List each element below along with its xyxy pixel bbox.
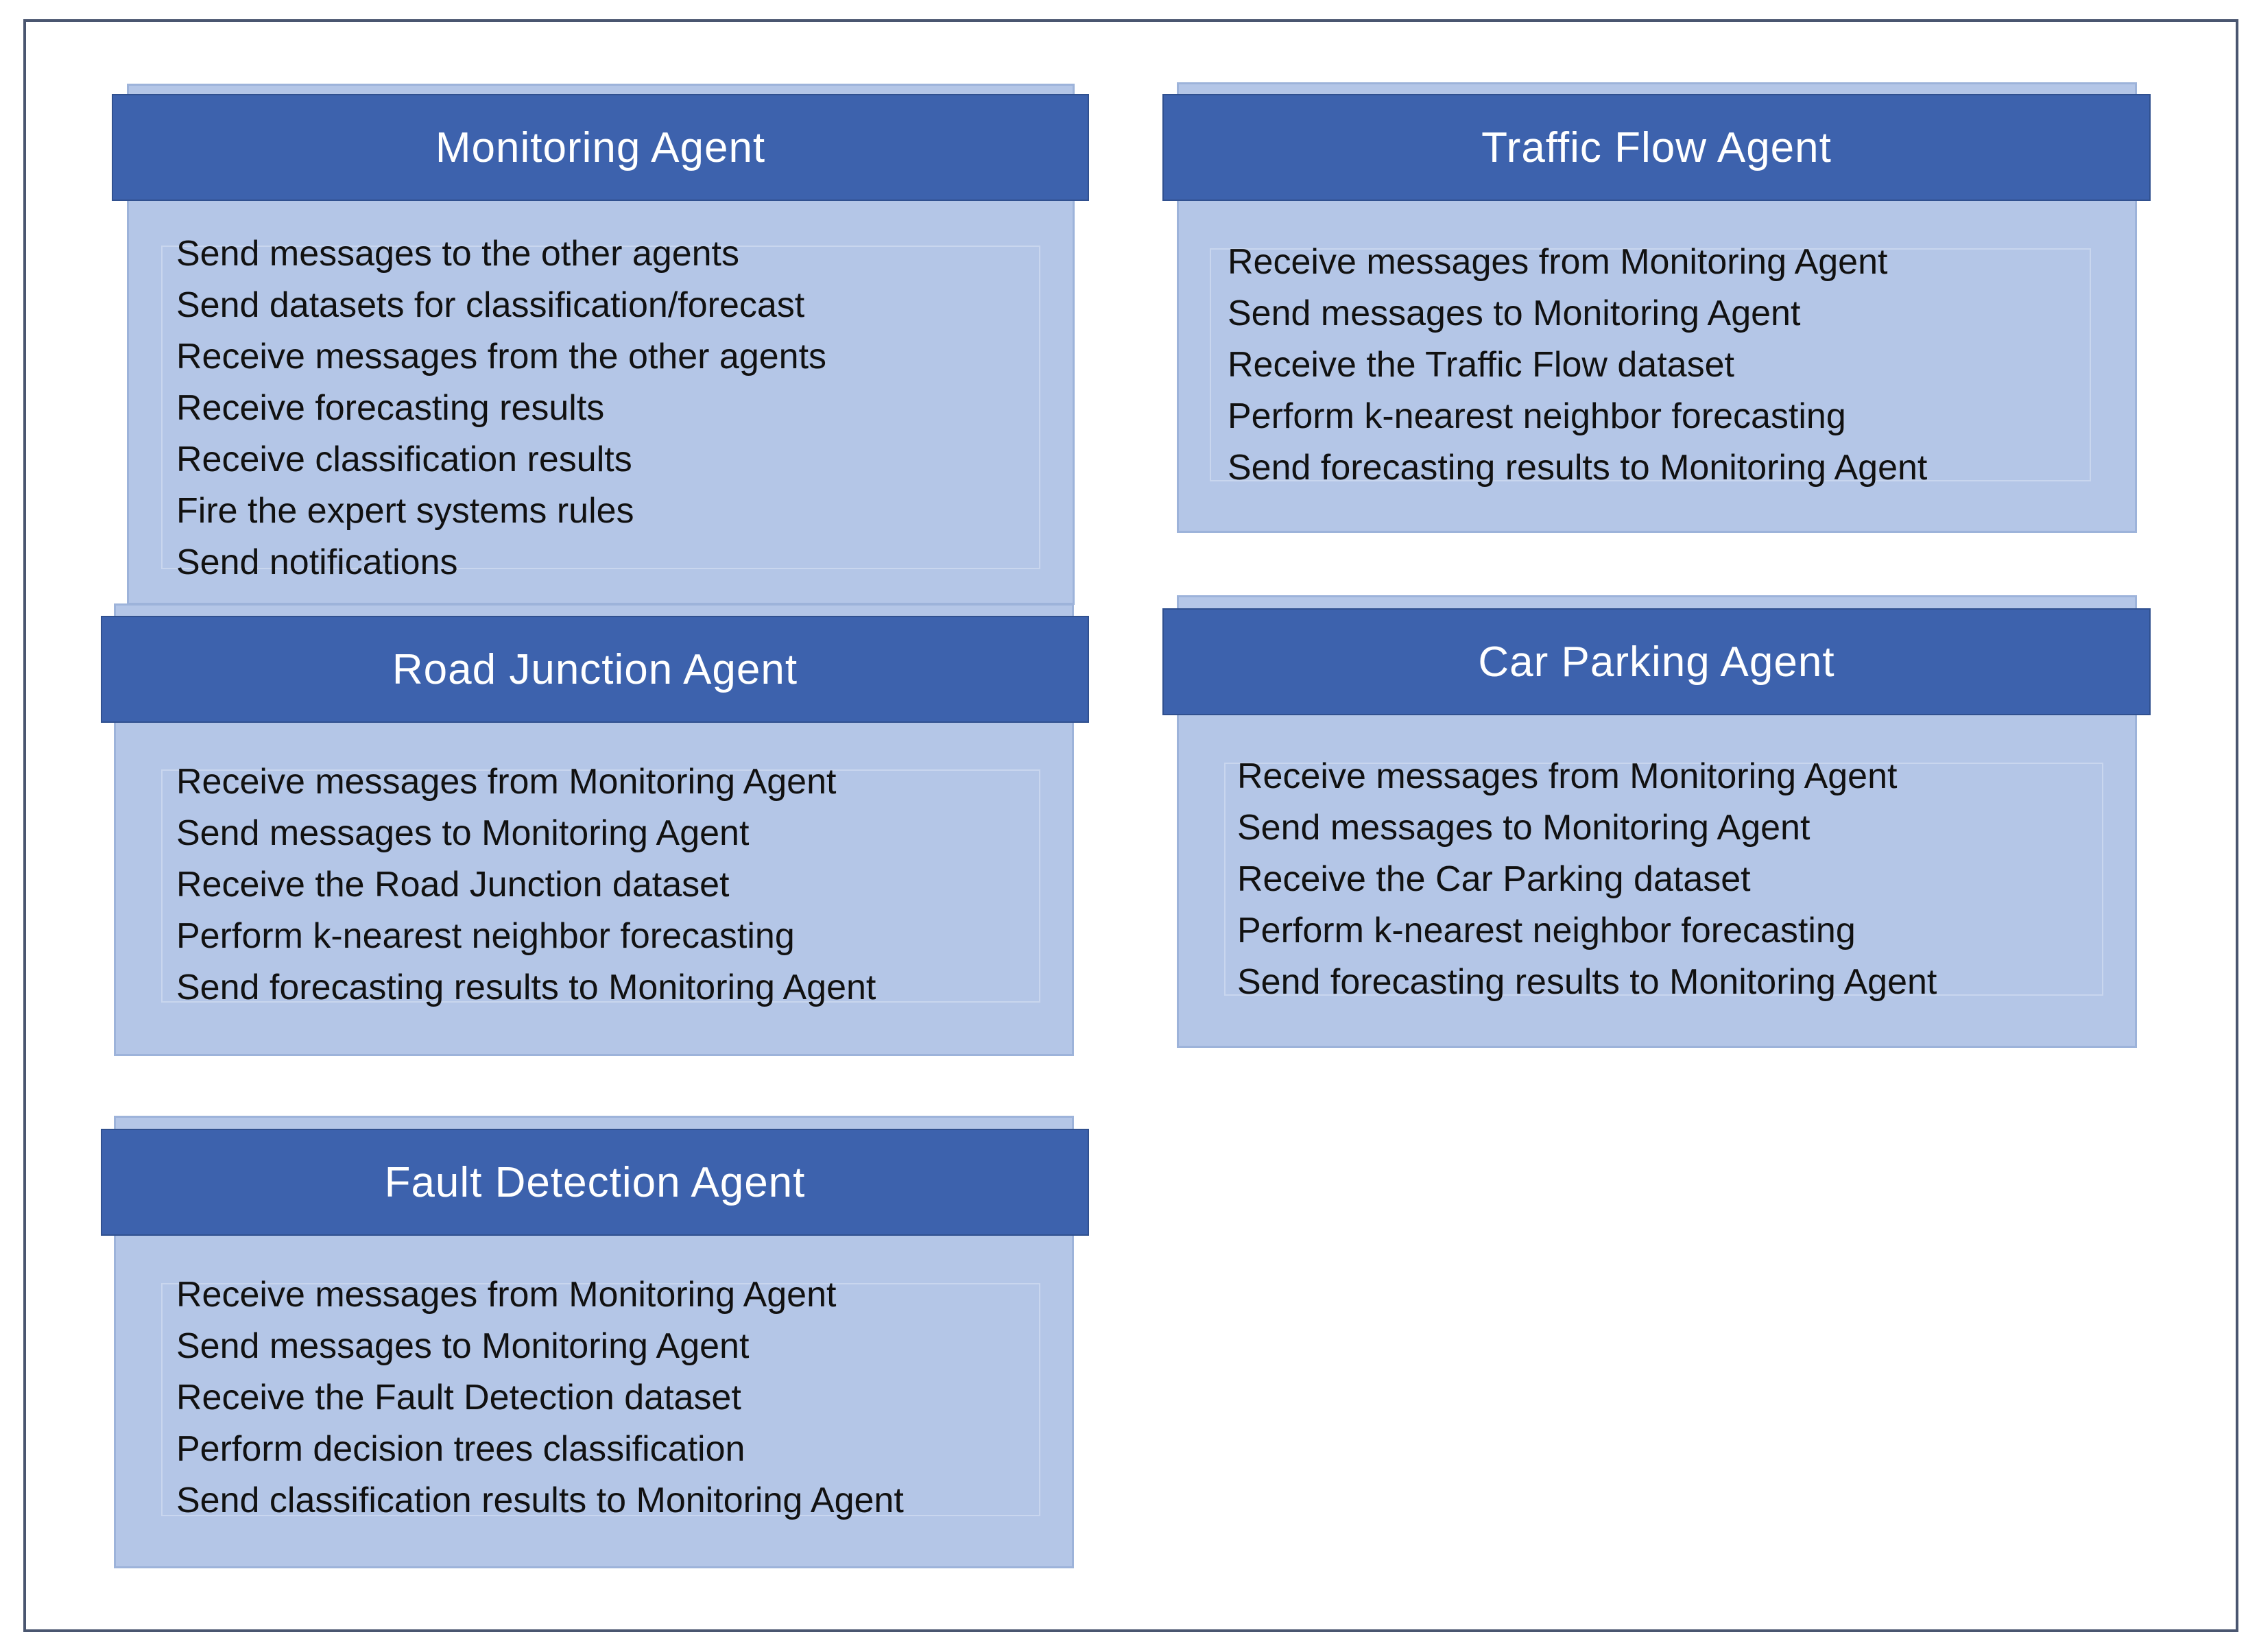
monitoring-agent-task-list: Send messages to the other agents Send d… [176,228,826,588]
car-parking-agent-task-list: Receive messages from Monitoring Agent S… [1237,751,1937,1008]
task-item: Receive classification results [176,440,632,479]
task-item: Receive forecasting results [176,388,605,428]
fault-detection-agent-task-list: Receive messages from Monitoring Agent S… [176,1269,904,1527]
task-item: Receive the Fault Detection dataset [176,1378,741,1417]
task-item: Receive the Road Junction dataset [176,865,730,905]
task-item: Receive messages from Monitoring Agent [1228,242,1888,282]
monitoring-agent-list-box [161,246,1040,569]
fault-detection-agent-header: Fault Detection Agent [101,1129,1089,1236]
task-item: Send datasets for classification/forecas… [176,285,805,325]
task-item: Perform k-nearest neighbor forecasting [1228,396,1846,436]
road-junction-agent-title: Road Junction Agent [392,645,798,693]
monitoring-agent-title: Monitoring Agent [435,123,766,171]
task-item: Receive messages from Monitoring Agent [176,1275,837,1315]
car-parking-agent-header: Car Parking Agent [1162,608,2151,715]
task-item: Receive messages from the other agents [176,337,827,376]
road-junction-agent-header: Road Junction Agent [101,616,1089,723]
traffic-flow-agent-task-list: Receive messages from Monitoring Agent S… [1228,237,1927,494]
traffic-flow-agent-list-box [1210,248,2091,481]
task-item: Send forecasting results to Monitoring A… [1237,962,1937,1002]
fault-detection-agent-list-box [161,1283,1040,1516]
task-item: Send messages to Monitoring Agent [1237,808,1810,848]
task-item: Send classification results to Monitorin… [176,1481,904,1520]
task-item: Perform k-nearest neighbor forecasting [176,916,795,956]
task-item: Send messages to Monitoring Agent [1228,294,1801,333]
task-item: Send notifications [176,542,458,582]
traffic-flow-agent-title: Traffic Flow Agent [1481,123,1832,171]
road-junction-agent-task-list: Receive messages from Monitoring Agent S… [176,756,876,1014]
car-parking-agent-list-box [1224,763,2103,996]
task-item: Receive the Car Parking dataset [1237,859,1751,899]
task-item: Perform decision trees classification [176,1429,745,1469]
fault-detection-agent-title: Fault Detection Agent [384,1158,806,1206]
task-item: Send messages to Monitoring Agent [176,813,750,853]
monitoring-agent-header: Monitoring Agent [112,94,1089,201]
car-parking-agent-title: Car Parking Agent [1478,638,1835,686]
task-item: Fire the expert systems rules [176,491,634,531]
task-item: Receive the Traffic Flow dataset [1228,345,1734,385]
task-item: Send messages to Monitoring Agent [176,1326,750,1366]
task-item: Send forecasting results to Monitoring A… [1228,448,1928,488]
task-item: Send forecasting results to Monitoring A… [176,968,876,1007]
road-junction-agent-list-box [161,769,1040,1003]
traffic-flow-agent-header: Traffic Flow Agent [1162,94,2151,201]
task-item: Send messages to the other agents [176,234,739,274]
task-item: Perform k-nearest neighbor forecasting [1237,911,1856,950]
task-item: Receive messages from Monitoring Agent [1237,756,1898,796]
task-item: Receive messages from Monitoring Agent [176,762,837,802]
